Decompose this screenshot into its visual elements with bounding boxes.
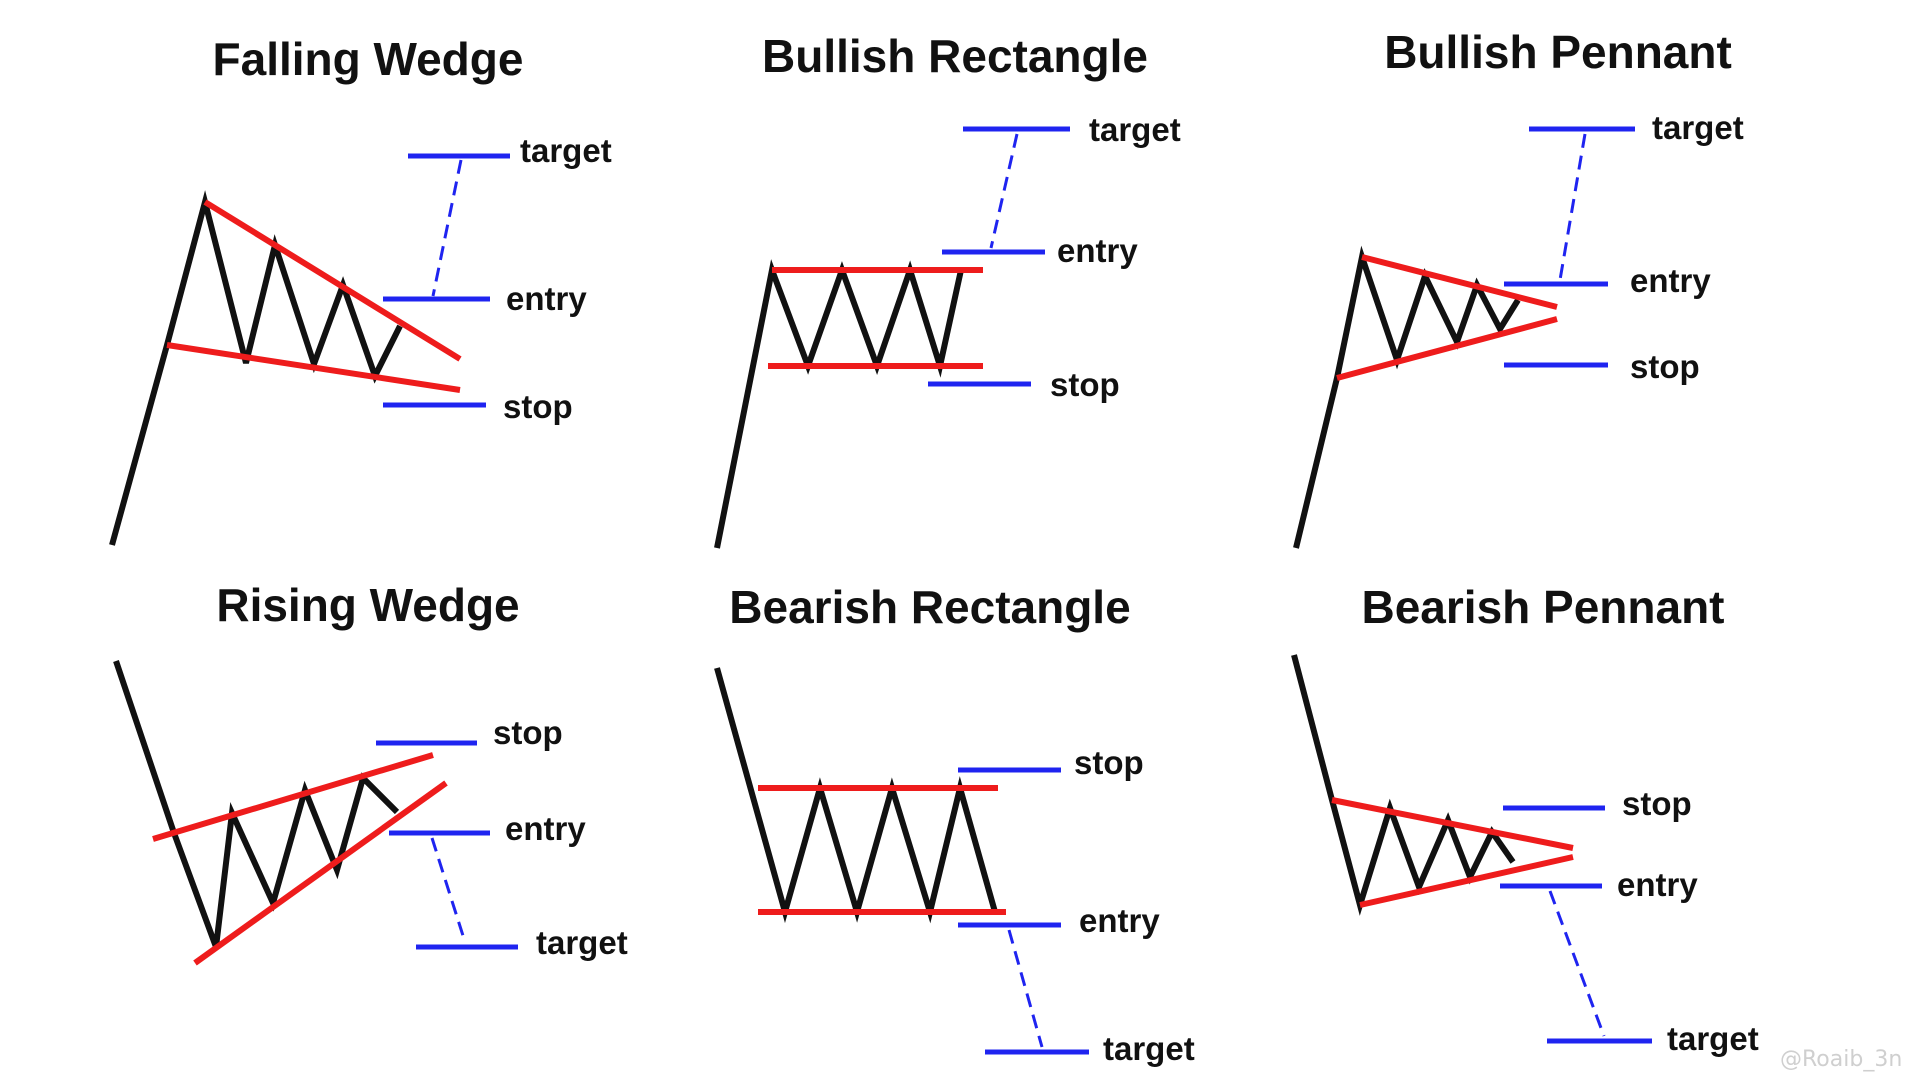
price-path [113,660,400,949]
stop-label: stop [1050,366,1120,403]
panel-title-falling-wedge: Falling Wedge [213,33,524,85]
watermark-text: @Roaib_3n [1780,1047,1902,1072]
stop-label: stop [1630,348,1700,385]
panel-rising-wedge: Rising Wedge stop entry target [113,579,628,966]
lower-trendline [166,342,461,393]
panel-falling-wedge: Falling Wedge target entry stop [109,33,612,546]
upper-trendline [1361,254,1558,310]
target-projection [989,133,1019,249]
price-path [714,667,998,924]
target-label: target [520,132,612,169]
panel-bullish-rectangle: Bullish Rectangle target entry stop [714,30,1181,549]
target-projection [1007,929,1044,1048]
entry-label: entry [1079,902,1160,939]
stop-label: stop [1074,744,1144,781]
target-projection [431,159,463,297]
stop-label: stop [493,714,563,751]
target-label: target [1667,1020,1759,1057]
target-label: target [536,924,628,961]
panel-title-bearish-pennant: Bearish Pennant [1362,581,1725,633]
upper-trendline [203,199,462,362]
entry-label: entry [1617,866,1698,903]
panel-bullish-pennant: Bullish Pennant target entry stop [1293,26,1744,549]
panel-title-bullish-pennant: Bullish Pennant [1384,26,1732,78]
target-label: target [1089,111,1181,148]
upper-trendline [152,752,434,842]
panel-bearish-rectangle: Bearish Rectangle stop entry target [714,581,1195,1067]
lower-trendline [1359,854,1574,908]
panel-title-bearish-rectangle: Bearish Rectangle [729,581,1130,633]
lower-trendline [193,780,448,966]
target-projection [1548,890,1606,1037]
stop-label: stop [1622,785,1692,822]
price-path [1293,245,1521,549]
target-label: target [1652,109,1744,146]
target-projection [1558,133,1587,281]
entry-label: entry [1057,232,1138,269]
price-path [714,259,964,549]
panel-title-rising-wedge: Rising Wedge [216,579,519,631]
entry-label: entry [506,280,587,317]
panel-title-bullish-rectangle: Bullish Rectangle [762,30,1148,82]
price-path [1291,654,1516,916]
target-label: target [1103,1030,1195,1067]
entry-label: entry [505,810,586,847]
stop-label: stop [503,388,573,425]
lower-trendline [1336,316,1558,381]
upper-trendline [1331,797,1574,851]
entry-label: entry [1630,262,1711,299]
target-projection [430,837,467,943]
panel-bearish-pennant: Bearish Pennant stop entry target [1291,581,1759,1057]
